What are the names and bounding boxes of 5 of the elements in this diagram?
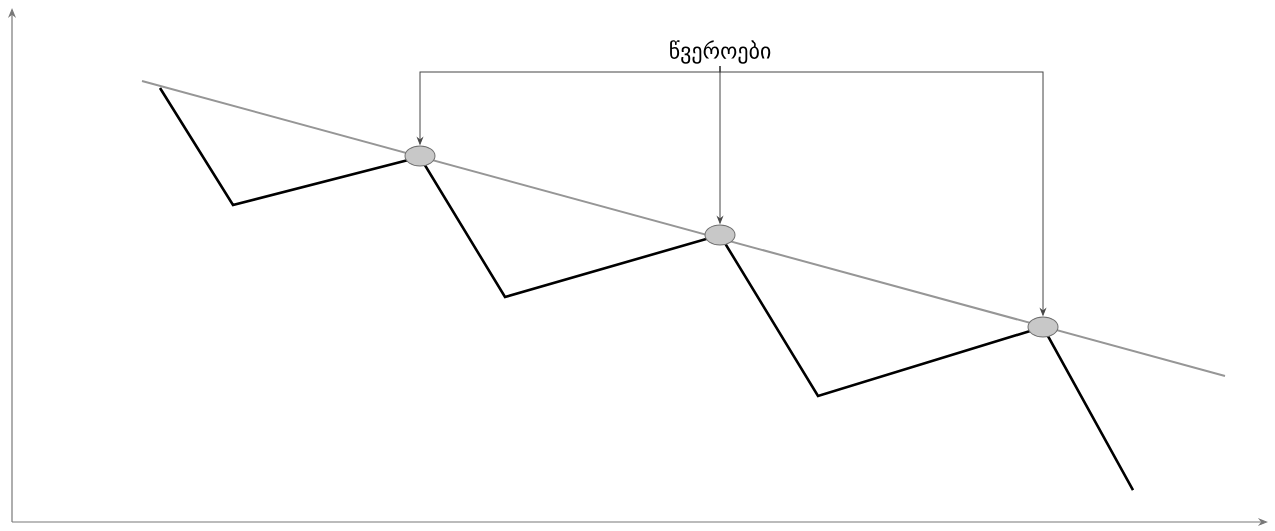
- peak-marker: [1027, 316, 1059, 338]
- heading-label: წვეროები: [670, 40, 771, 64]
- arrow: [719, 65, 1046, 316]
- peak-marker: [404, 145, 436, 167]
- peak-marker: [704, 224, 736, 246]
